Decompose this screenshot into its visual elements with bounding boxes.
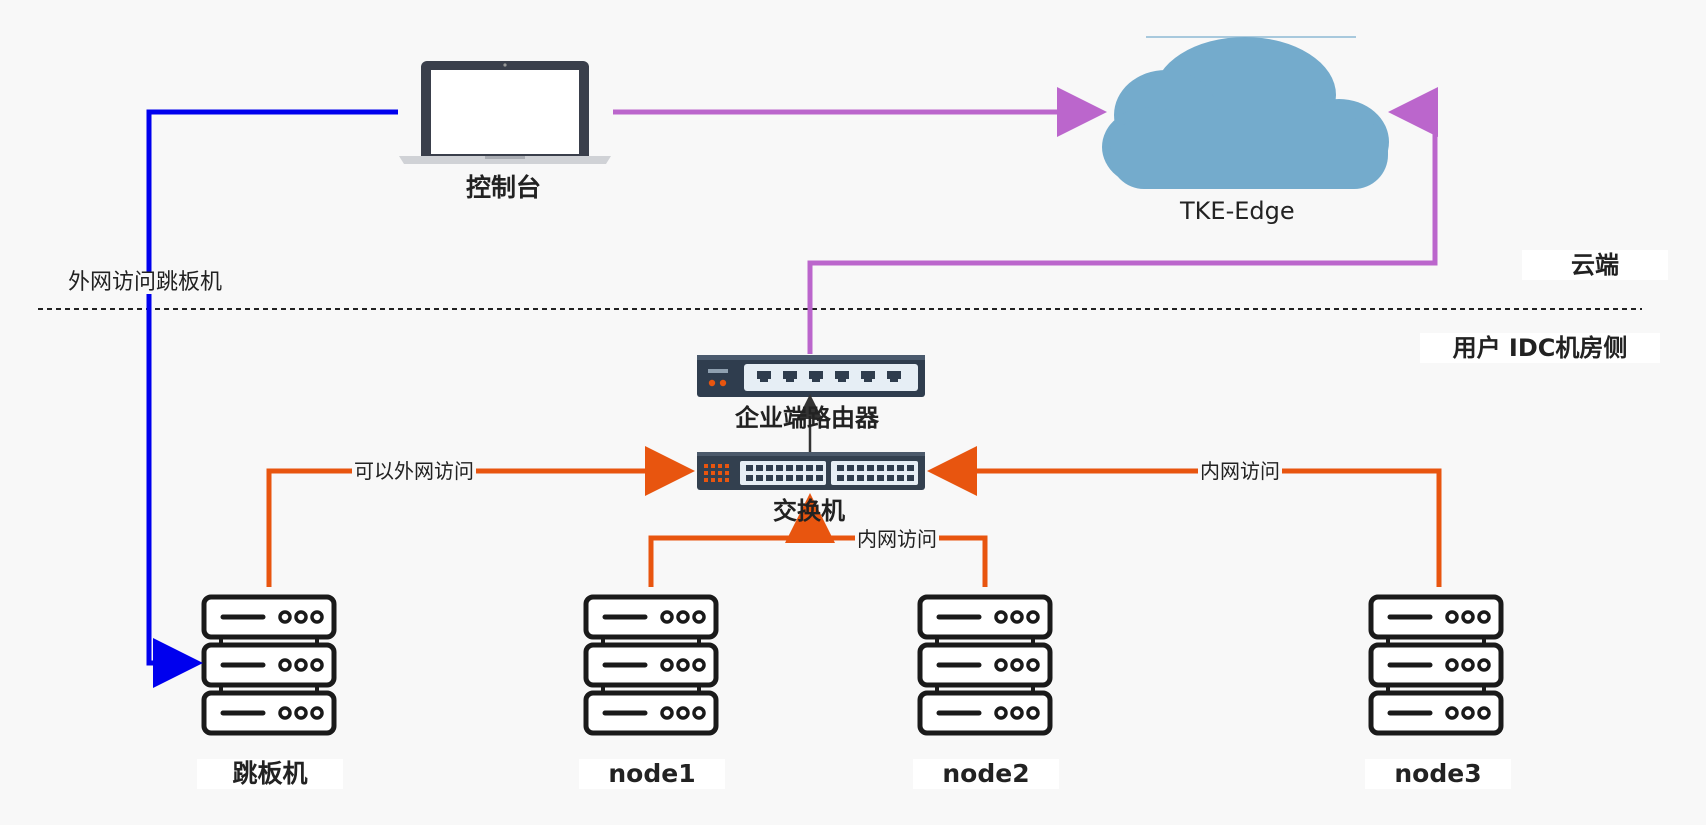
edge-label-internet-access: 可以外网访问 bbox=[352, 459, 476, 483]
laptop-icon bbox=[399, 61, 611, 164]
cloud-icon bbox=[1102, 36, 1389, 189]
switch-icon bbox=[697, 452, 925, 490]
jumpbox-server-icon bbox=[204, 597, 334, 733]
jumpbox-label: 跳板机 bbox=[197, 759, 343, 789]
edge-jumpbox-to-switch bbox=[266, 446, 695, 587]
edge-label-lan-node3: 内网访问 bbox=[1198, 459, 1282, 483]
zone-cloud-label: 云端 bbox=[1522, 250, 1668, 280]
edge-router-to-cloud bbox=[807, 87, 1438, 354]
edge-label-jump-access: 外网访问跳板机 bbox=[67, 270, 224, 295]
router-label: 企业端路由器 bbox=[735, 404, 879, 432]
console-label: 控制台 bbox=[466, 173, 542, 202]
node2-label: node2 bbox=[913, 759, 1059, 789]
edge-node3-to-switch bbox=[927, 446, 1442, 587]
switch-label: 交换机 bbox=[773, 497, 845, 525]
edge-console-to-jumpbox bbox=[146, 109, 398, 688]
zone-idc-label: 用户 IDC机房侧 bbox=[1420, 333, 1660, 363]
edge-label-lan-node12: 内网访问 bbox=[855, 527, 939, 551]
node3-label: node3 bbox=[1365, 759, 1511, 789]
node3-server-icon bbox=[1371, 597, 1501, 733]
node1-label: node1 bbox=[579, 759, 725, 789]
cloud-label: TKE-Edge bbox=[1180, 197, 1295, 225]
router-icon bbox=[697, 355, 925, 397]
node2-server-icon bbox=[920, 597, 1050, 733]
node1-server-icon bbox=[586, 597, 716, 733]
